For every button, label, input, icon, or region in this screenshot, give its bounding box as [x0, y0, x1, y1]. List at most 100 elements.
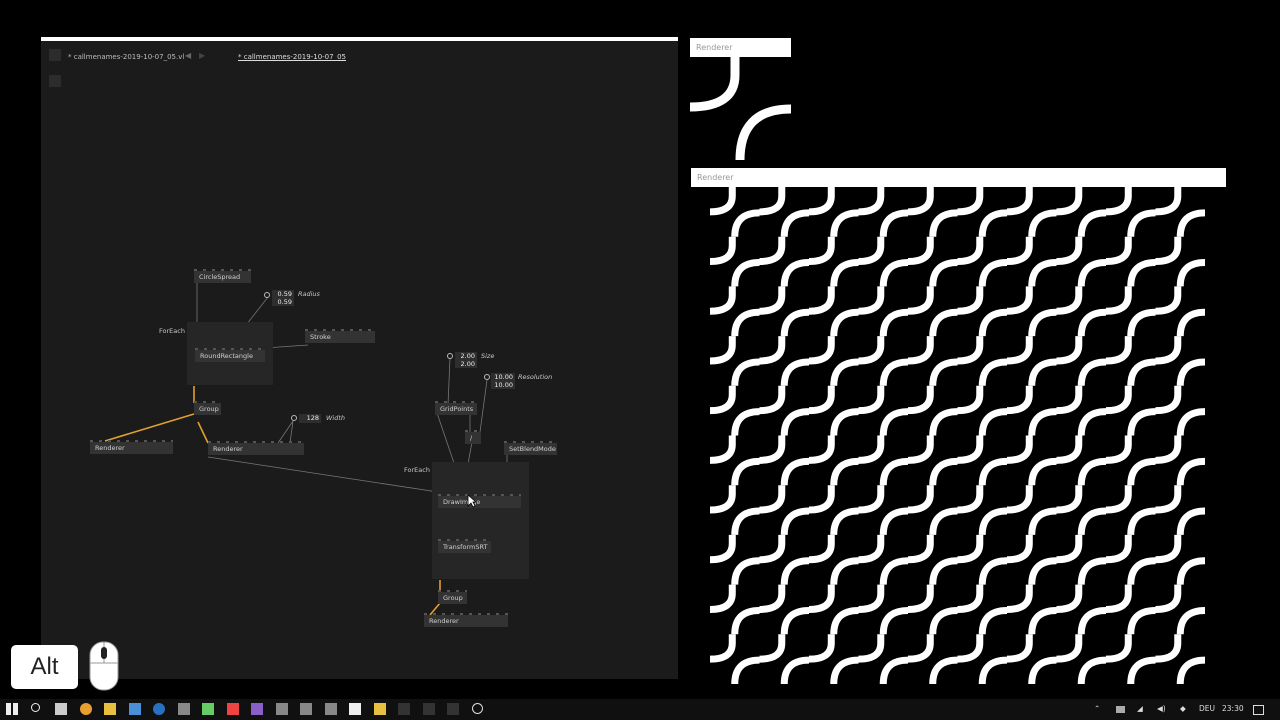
tile-arc	[830, 557, 859, 585]
start-icon[interactable]	[6, 703, 18, 715]
tab-document[interactable]: * callmenames-2019-10-07_05.vl	[68, 53, 185, 61]
folder-icon[interactable]	[373, 703, 386, 715]
renderer-title: Renderer	[690, 38, 791, 57]
tile-arc	[907, 435, 934, 464]
tile-arc	[957, 385, 984, 415]
terminal-icon[interactable]	[177, 703, 190, 715]
window-icon[interactable]	[398, 703, 410, 715]
tile-arc	[808, 485, 835, 514]
tile-arc	[907, 534, 934, 564]
tile-arc	[1127, 308, 1156, 337]
tile-arc	[907, 187, 934, 216]
edge-icon[interactable]	[128, 703, 141, 715]
tile-arc	[830, 358, 859, 386]
tile-arc	[780, 507, 810, 536]
tile-arc	[830, 259, 859, 287]
tile-arc	[1155, 187, 1182, 216]
side-icon[interactable]	[49, 75, 61, 87]
foreach-region-2[interactable]	[432, 462, 529, 579]
node-roundrectangle[interactable]: RoundRectangle	[195, 348, 265, 362]
window-icon[interactable]	[422, 703, 435, 715]
window-icon[interactable]	[447, 703, 459, 715]
tile-arc	[907, 485, 934, 514]
tile-arc	[957, 634, 984, 663]
node-circlespread[interactable]: CircleSpread	[194, 269, 251, 283]
node-group-2[interactable]: Group	[438, 590, 467, 604]
node-drawimage[interactable]: DrawImage	[438, 494, 521, 508]
foreach-label-1: ForEach	[159, 327, 185, 335]
arrow-left-icon[interactable]: ◀	[185, 51, 192, 60]
tile-arc	[1056, 485, 1083, 514]
node-transformsrt[interactable]: TransformSRT	[438, 539, 491, 553]
node-setblendmode[interactable]: SetBlendMode	[504, 441, 557, 455]
window-icon[interactable]	[324, 703, 337, 715]
task-view-icon[interactable]	[55, 703, 67, 715]
node-renderer-1[interactable]: Renderer	[90, 440, 173, 454]
tab-patch[interactable]: * callmenames-2019-10-07_05	[238, 53, 346, 61]
tile-arc	[957, 236, 984, 266]
arrow-right-icon[interactable]: ▶	[199, 51, 206, 60]
app-icon[interactable]	[226, 703, 239, 715]
tile-arc	[780, 606, 810, 635]
tile-arc	[780, 308, 810, 337]
chrome-icon[interactable]	[79, 703, 92, 715]
tile-arc	[1127, 209, 1156, 237]
iobox-resolution[interactable]: 10.00 10.00	[491, 373, 515, 389]
notification-icon[interactable]	[1253, 705, 1264, 715]
pin-icon[interactable]	[291, 415, 297, 421]
explorer-icon[interactable]	[104, 703, 116, 715]
tile-arc	[780, 209, 810, 237]
tile-arc	[780, 259, 810, 287]
tile-arc	[978, 209, 1008, 237]
node-renderer-3[interactable]: Renderer	[424, 613, 508, 627]
iobox-value: 2.00	[460, 352, 475, 360]
tile-arc	[759, 634, 786, 663]
vvvv-icon[interactable]	[471, 703, 483, 714]
node-stroke[interactable]: Stroke	[305, 329, 375, 343]
tile-arc	[1127, 507, 1156, 536]
patch-editor[interactable]: * callmenames-2019-10-07_05.vl ◀ ▶ * cal…	[41, 37, 678, 679]
tile-arc	[709, 336, 736, 365]
tray-app-icon[interactable]	[1116, 706, 1125, 713]
node-renderer-2[interactable]: Renderer	[208, 441, 304, 455]
tool-icon[interactable]	[202, 703, 214, 715]
dropbox-icon[interactable]: ◆	[1180, 704, 1186, 713]
tile-arc	[1105, 286, 1132, 315]
volume-icon[interactable]: ◀)	[1157, 704, 1166, 713]
renderer-window-large[interactable]: Renderer	[691, 168, 1226, 684]
iobox-radius[interactable]: 0.59 0.59	[272, 290, 294, 306]
tile-arc	[978, 408, 1008, 436]
pin-icon[interactable]	[484, 374, 490, 380]
tile-arc	[709, 236, 736, 266]
iobox-value: 10.00	[494, 381, 513, 389]
iobox-label-radius: Radius	[298, 290, 320, 298]
node-divide[interactable]: /	[465, 430, 481, 444]
pin-icon[interactable]	[447, 353, 453, 359]
window-icon[interactable]	[300, 703, 312, 715]
tile-arc	[929, 408, 958, 436]
tile-arc	[1127, 408, 1156, 436]
tile-arc	[1155, 485, 1182, 514]
outlook-icon[interactable]	[153, 703, 165, 715]
menu-icon[interactable]	[49, 49, 61, 61]
search-icon[interactable]	[30, 703, 40, 712]
iobox-width[interactable]: 128	[299, 414, 321, 423]
pin-icon[interactable]	[264, 292, 270, 298]
visual-studio-icon[interactable]	[251, 703, 263, 715]
language-indicator[interactable]: DEU	[1199, 704, 1216, 713]
tile-arc	[731, 209, 760, 237]
tile-arc	[1077, 457, 1107, 486]
network-icon[interactable]: ◢	[1137, 704, 1143, 713]
tile-arc	[731, 259, 760, 287]
node-gridpoints[interactable]: GridPoints	[435, 401, 477, 415]
iobox-size[interactable]: 2.00 2.00	[455, 352, 477, 368]
renderer-window-small[interactable]: Renderer	[690, 38, 791, 160]
clock[interactable]: 23:30	[1222, 704, 1244, 713]
tray-chevron-icon[interactable]: ⌃	[1094, 704, 1101, 713]
tile-arc	[808, 584, 835, 613]
notepad-icon[interactable]	[349, 703, 361, 715]
node-group-1[interactable]: Group	[194, 401, 221, 415]
window-icon[interactable]	[275, 703, 288, 715]
tile-arc	[1176, 606, 1206, 635]
tile-arc	[1105, 634, 1132, 663]
